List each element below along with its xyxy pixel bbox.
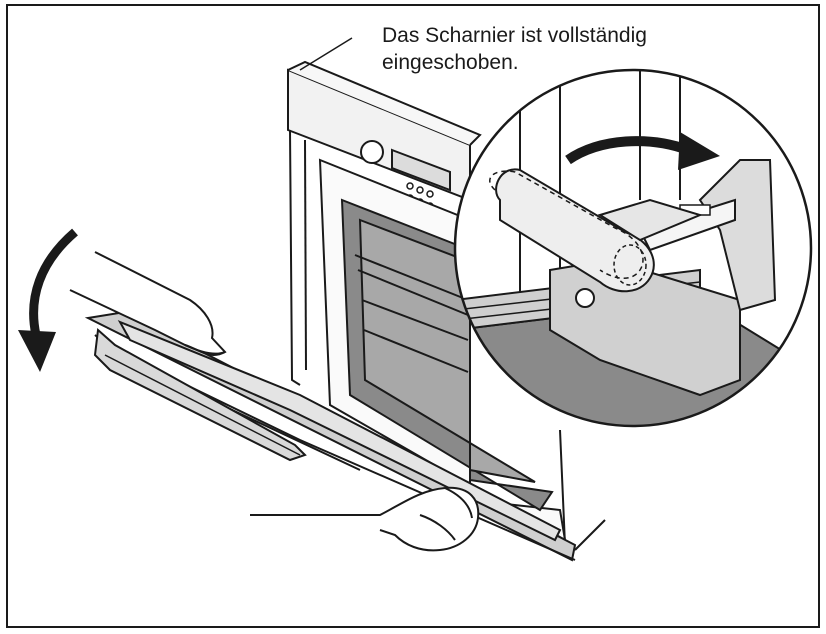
- caption: Das Scharnier ist vollständig eingeschob…: [382, 22, 802, 76]
- hinge-lever-previous-position: [489, 170, 644, 279]
- oven-display: [391, 148, 451, 192]
- rotate-down-arrow-icon: [18, 228, 78, 372]
- hinge-lever: [495, 168, 655, 293]
- caption-leader-line: [299, 37, 353, 71]
- hands: [69, 251, 480, 552]
- hinge-detail-magnifier: [453, 68, 813, 428]
- rotate-right-arrow-icon: [565, 132, 720, 170]
- oven-knob: [360, 140, 384, 164]
- illustration-border: [6, 4, 820, 628]
- caption-line-2: eingeschoben.: [382, 51, 519, 74]
- caption-line-1: Das Scharnier ist vollständig: [382, 24, 647, 47]
- hinge-pivot-hole: [575, 288, 595, 308]
- oven-racks: [354, 254, 469, 373]
- oven-door-handle: [93, 327, 307, 462]
- right-hand: [250, 486, 480, 552]
